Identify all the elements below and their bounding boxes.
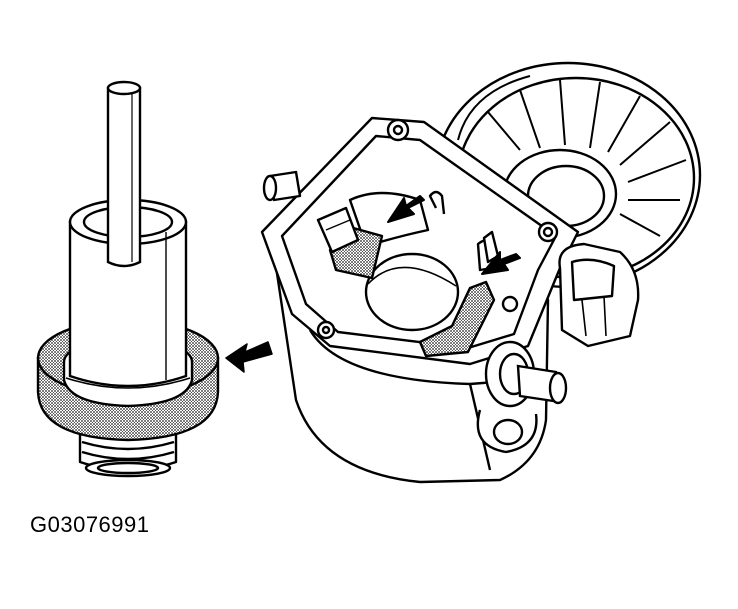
terminal-connector — [560, 244, 639, 346]
installer-tool-body — [70, 82, 186, 386]
brush-left — [318, 208, 382, 278]
figure-code: G03076991 — [30, 512, 150, 537]
installer-tool — [80, 430, 176, 476]
arrow-brush-left — [388, 196, 424, 222]
arrow-seal — [226, 342, 272, 372]
rear-shaft — [486, 342, 566, 406]
arrow-brush-right — [482, 252, 520, 274]
